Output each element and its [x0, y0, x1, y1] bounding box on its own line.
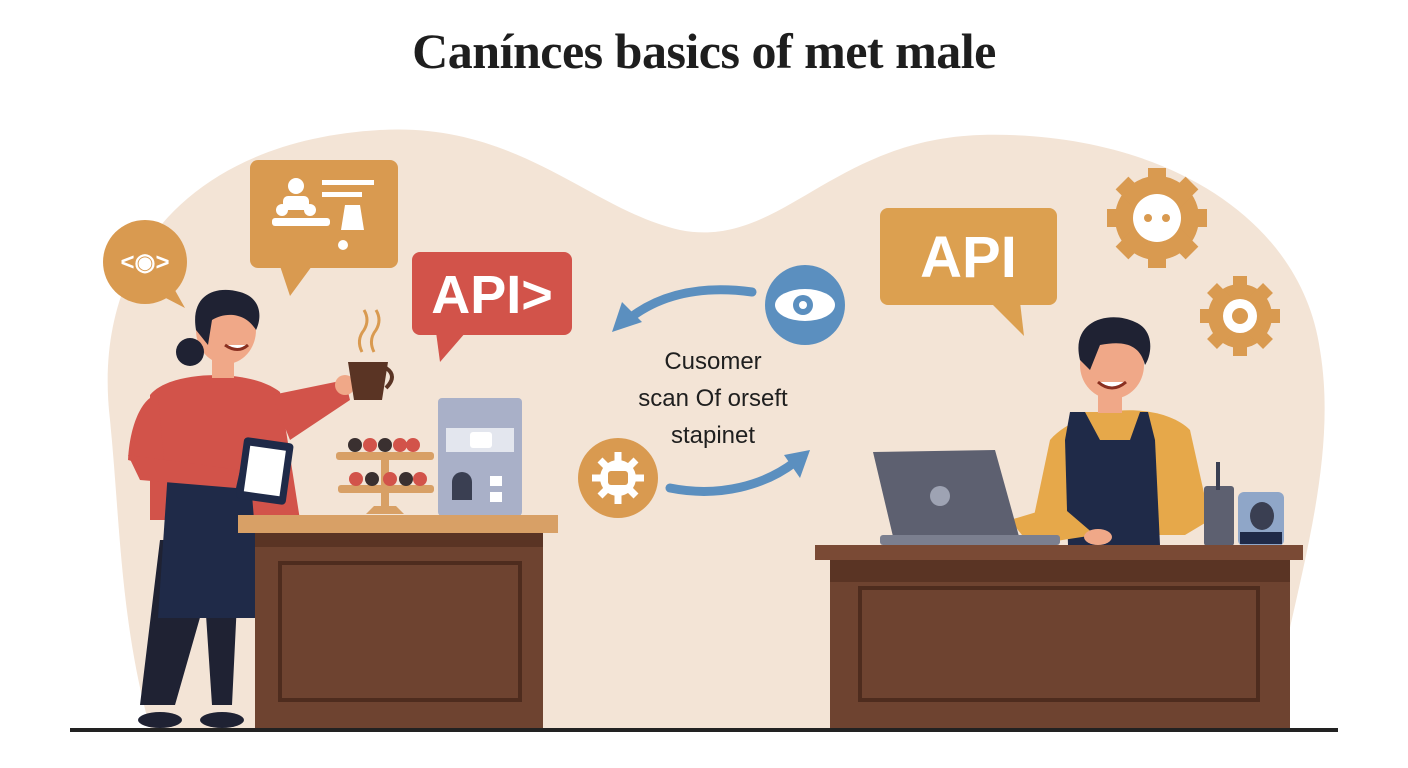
jar: [1238, 492, 1284, 546]
arrow-left-icon: [625, 285, 757, 323]
coffee-machine: [438, 398, 522, 516]
caption-line-3: stapinet: [670, 422, 756, 449]
gear-icon: [1107, 168, 1207, 268]
right-counter: [815, 545, 1303, 728]
settings-gear-icon: [578, 438, 658, 518]
center-caption: Cusomer scan Of orseft stapinet: [600, 343, 826, 454]
barista-man: [1010, 317, 1210, 545]
arrow-right-icon: [665, 457, 800, 496]
api-speech-bubble-orange: [880, 208, 1057, 336]
team-speech-bubble-icon: [250, 160, 398, 296]
code-bubble-label: <◉>: [120, 249, 170, 276]
api-label-orange: API: [920, 225, 1017, 290]
eye-icon: [765, 265, 845, 345]
laptop: [873, 450, 1060, 545]
api-label-red: API>: [431, 265, 553, 325]
gear-icon: [1200, 276, 1280, 356]
drink-cup: [1204, 462, 1234, 546]
caption-line-1: Cusomer: [664, 348, 762, 375]
barista-woman: [128, 289, 355, 728]
page-title: Canínces basics of met male: [412, 23, 996, 79]
cake-stand: [336, 438, 434, 514]
code-bubble-icon: [103, 220, 187, 308]
caption-line-2: scan Of orseft: [638, 385, 788, 412]
coffee-cup-icon: [348, 309, 394, 400]
api-speech-bubble-red: [412, 252, 572, 362]
left-counter: [238, 515, 558, 728]
floor-line: [70, 728, 1338, 732]
